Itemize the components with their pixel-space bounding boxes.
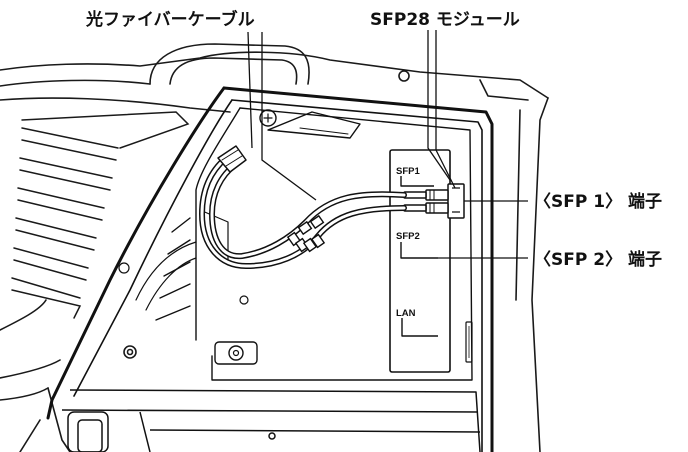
callout-sfp2-terminal: 〈SFP 2〉 端子 [534,249,662,270]
cable-clips [286,214,326,253]
panel-label-sfp1: SFP1 [396,166,420,177]
callout-sfp28-module: SFP28 モジュール [370,10,520,30]
leader-sfp28-2 [427,30,451,181]
leader-sfp28 [435,30,456,189]
camera-body [0,43,549,452]
fiber-cables [199,145,407,269]
leader-fiber-cable [261,32,317,201]
panel-label-sfp2: SFP2 [396,231,420,242]
leader-lines [247,30,528,259]
leader-fiber-cable-2 [247,31,253,149]
connector-strip [389,149,473,373]
panel-label-lan: LAN [396,308,416,319]
bottom-hinge [61,389,481,452]
sfp28-module [403,183,465,219]
callout-fiber-cable: 光ファイバーケーブル [85,9,255,30]
callout-sfp1-terminal: 〈SFP 1〉 端子 [534,191,662,212]
vent-slats [11,111,190,319]
side-panel-frame [46,86,494,452]
